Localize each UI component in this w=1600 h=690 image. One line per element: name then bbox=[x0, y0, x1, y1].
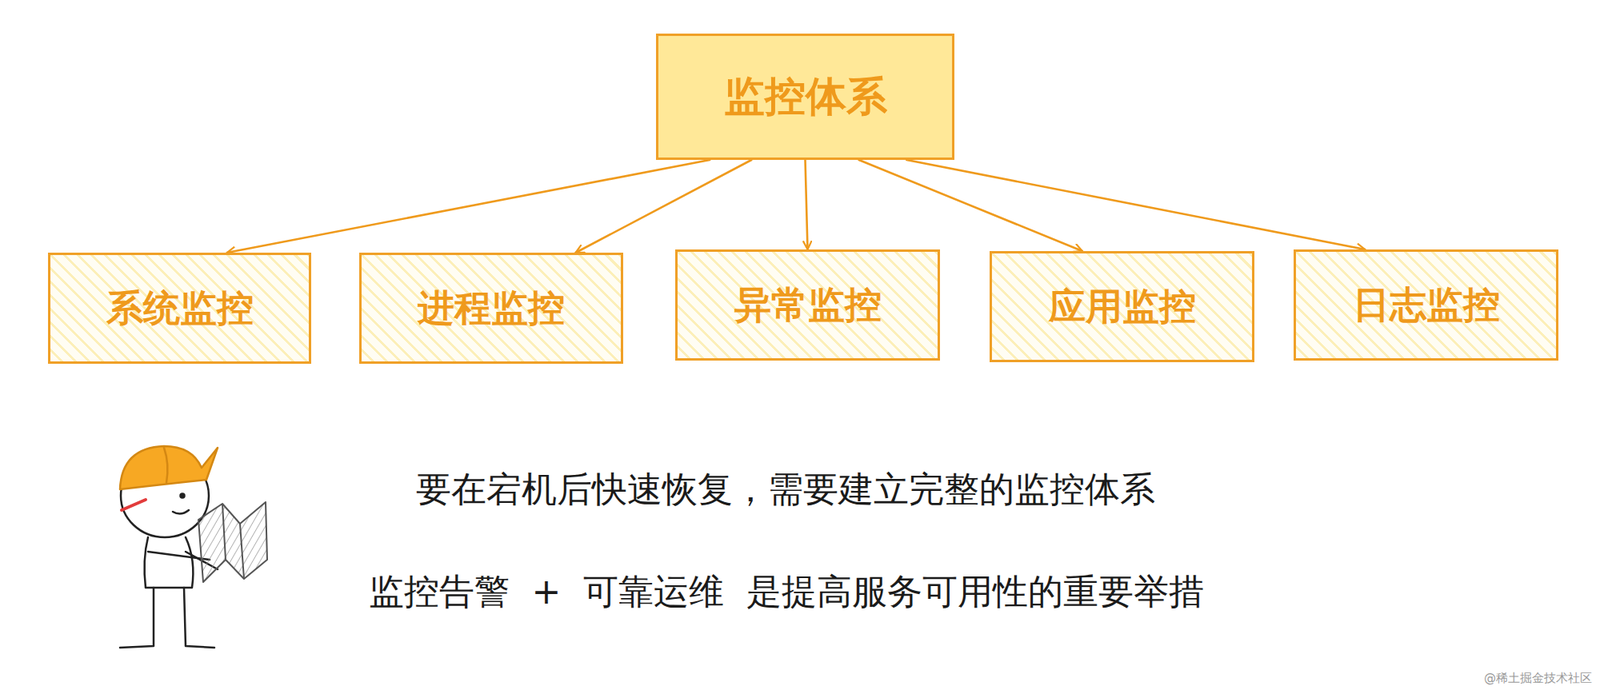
arrow-connector bbox=[906, 160, 1365, 250]
category-box: 异常监控 bbox=[675, 249, 940, 361]
category-box: 进程监控 bbox=[359, 252, 624, 364]
arrow-connector bbox=[859, 160, 1083, 252]
note-text: 监控告警 + 可靠运维 是提高服务可用性的重要举措 bbox=[368, 568, 1205, 616]
arrow-connector bbox=[576, 160, 752, 253]
category-box: 日志监控 bbox=[1293, 249, 1559, 361]
arrow-connector bbox=[227, 160, 710, 253]
box-label: 进程监控 bbox=[417, 284, 565, 334]
box-label: 应用监控 bbox=[1048, 282, 1196, 332]
category-box: 系统监控 bbox=[48, 252, 312, 364]
box-label: 日志监控 bbox=[1352, 280, 1500, 331]
box-label: 系统监控 bbox=[106, 284, 254, 334]
note-text: 要在宕机后快速恢复，需要建立完整的监控体系 bbox=[416, 466, 1156, 514]
root-box: 监控体系 bbox=[656, 33, 955, 160]
watermark: @稀土掘金技术社区 bbox=[1484, 671, 1592, 687]
box-label: 监控体系 bbox=[724, 69, 888, 125]
category-box: 应用监控 bbox=[989, 251, 1255, 363]
arrow-connector bbox=[805, 160, 808, 250]
folded-map bbox=[198, 502, 268, 583]
box-label: 异常监控 bbox=[734, 280, 882, 331]
